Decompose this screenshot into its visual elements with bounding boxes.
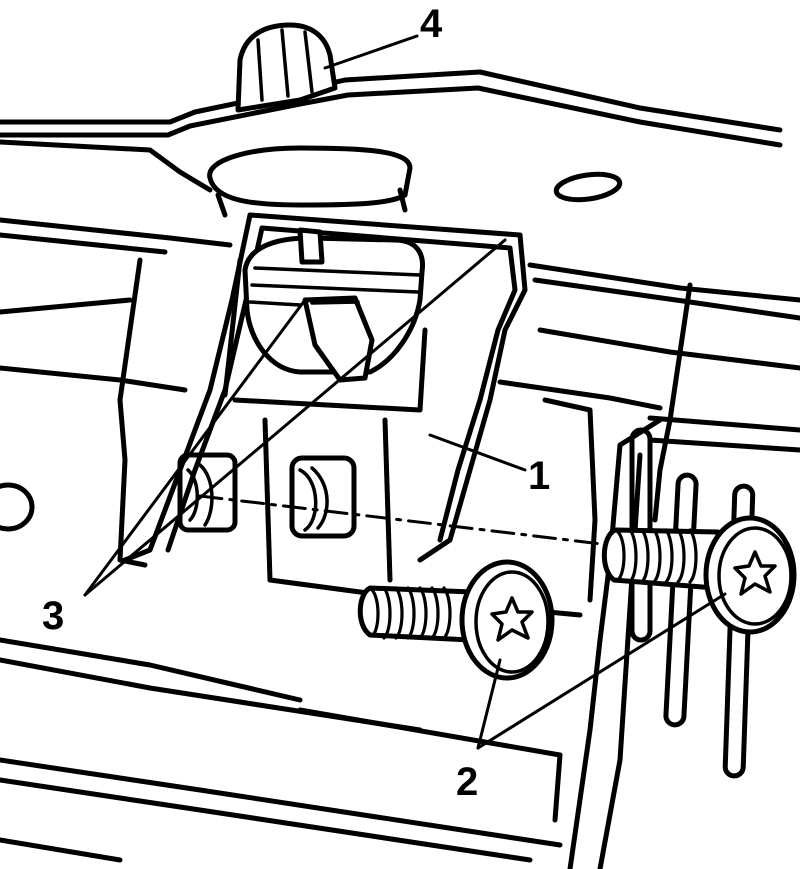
screw-right (601, 515, 797, 635)
leader-3b (83, 238, 507, 597)
leader-4 (323, 34, 419, 70)
callout-2: 2 (456, 760, 479, 804)
latch-clip (242, 227, 426, 383)
alignment-line (198, 494, 612, 547)
callout-1: 1 (528, 454, 551, 498)
square-nut-right (289, 455, 357, 539)
callout-4: 4 (420, 2, 443, 46)
leader-2a (476, 658, 502, 750)
mount-housing (207, 22, 413, 218)
leader-1 (428, 433, 527, 472)
callout-3: 3 (42, 594, 65, 638)
leader-3a (83, 298, 307, 597)
leader-2b (476, 592, 727, 750)
square-nut-left (177, 452, 238, 533)
screw-left (357, 559, 555, 681)
leader-lines (83, 34, 727, 750)
